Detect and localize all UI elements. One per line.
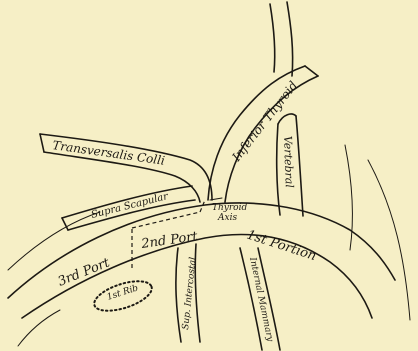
- inferior-thyroid-artery: [208, 2, 318, 202]
- label-1st-rib: 1st Rib: [106, 283, 140, 303]
- subclavian-artery-trunk: [8, 203, 395, 318]
- label-thyroid-axis-2: Axis: [217, 213, 237, 223]
- label-3rd-port: 3rd Port: [56, 255, 113, 290]
- label-internal-mammary: Internal Mammary: [247, 256, 275, 344]
- label-2nd-port: 2nd Port: [139, 229, 199, 252]
- label-vertebral: Vertebral: [281, 136, 296, 189]
- label-thyroid-axis-1: Thyroid: [212, 203, 247, 213]
